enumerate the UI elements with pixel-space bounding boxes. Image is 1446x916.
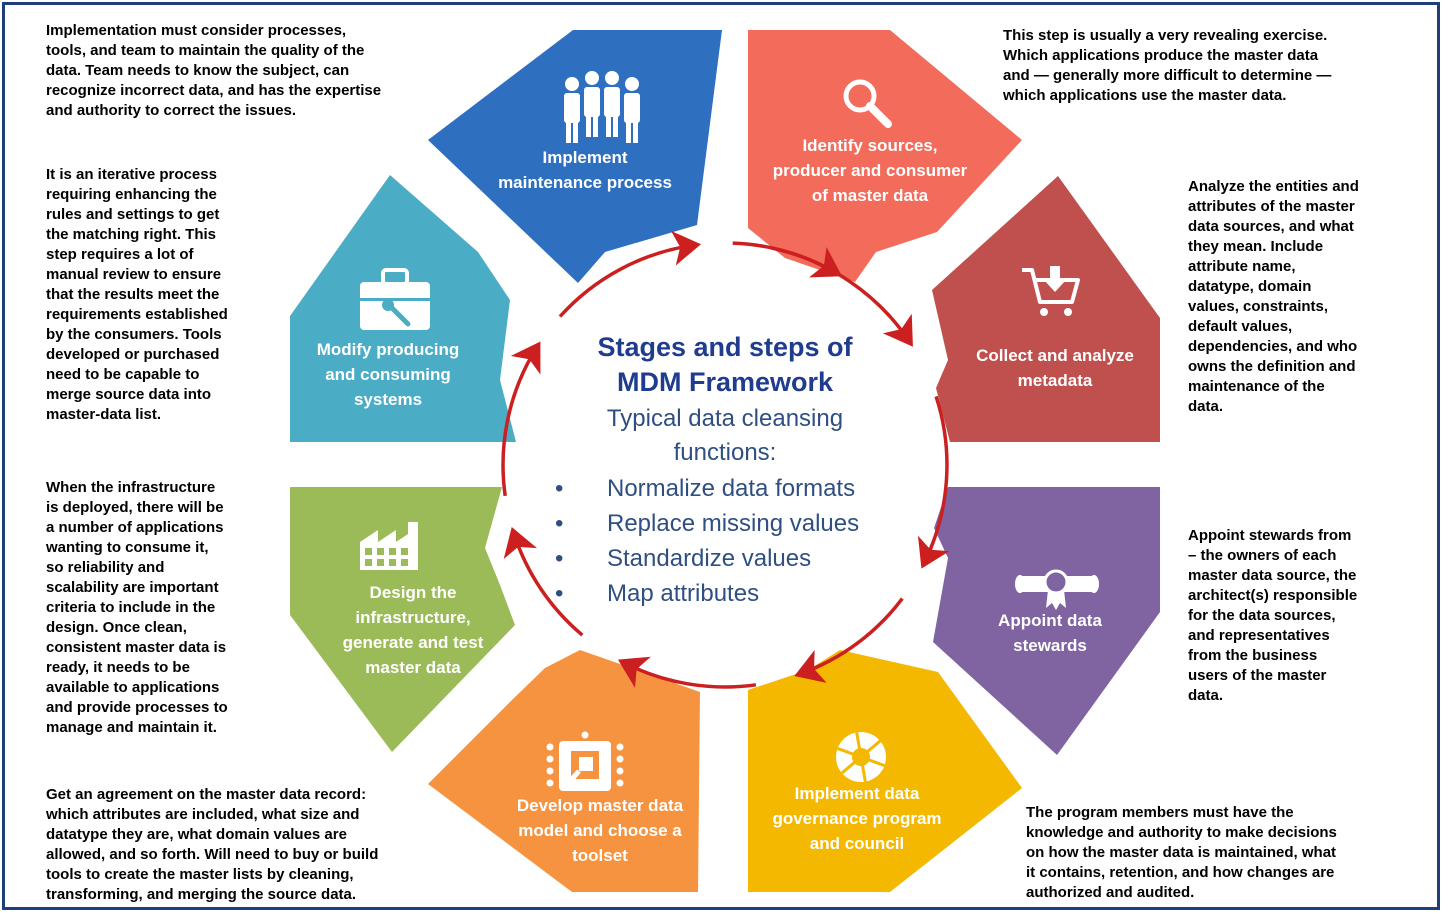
list-item: •Standardize values bbox=[555, 545, 812, 572]
segment-governance bbox=[748, 650, 1022, 892]
segment-implement-maintenance bbox=[428, 30, 722, 283]
description-implement: Implementation must consider processes,t… bbox=[46, 22, 382, 119]
cycle-arrow bbox=[617, 656, 757, 689]
cycle-arrow bbox=[558, 230, 702, 318]
cycle-arrow bbox=[732, 241, 843, 278]
description-appoint: Appoint stewards from– the owners of eac… bbox=[1188, 527, 1358, 704]
list-item: •Normalize data formats bbox=[555, 475, 856, 502]
description-identify: This step is usually a very revealing ex… bbox=[1003, 27, 1332, 104]
segment-design-infrastructure bbox=[290, 487, 515, 752]
list-item: •Replace missing values bbox=[555, 510, 860, 537]
magnifier-icon bbox=[843, 79, 892, 128]
aperture-icon bbox=[836, 732, 886, 782]
segment-identify-sources bbox=[748, 30, 1022, 282]
people-group-icon bbox=[564, 71, 640, 143]
cycle-arrow bbox=[794, 597, 904, 683]
segment-appoint-stewards bbox=[933, 487, 1160, 755]
cycle-arrow bbox=[917, 395, 950, 569]
factory-icon bbox=[360, 522, 418, 570]
toolbox-icon bbox=[360, 268, 430, 330]
list-item: •Map attributes bbox=[555, 580, 760, 607]
chip-icon bbox=[546, 731, 624, 791]
shopping-cart-icon bbox=[1022, 266, 1080, 316]
cycle-arrow bbox=[503, 526, 584, 637]
diploma-scroll-icon bbox=[1015, 569, 1099, 610]
cleansing-functions-list: •Normalize data formats •Replace missing… bbox=[555, 471, 915, 611]
cycle-arrow bbox=[501, 341, 541, 497]
description-develop: Get an agreement on the master data reco… bbox=[46, 786, 379, 903]
